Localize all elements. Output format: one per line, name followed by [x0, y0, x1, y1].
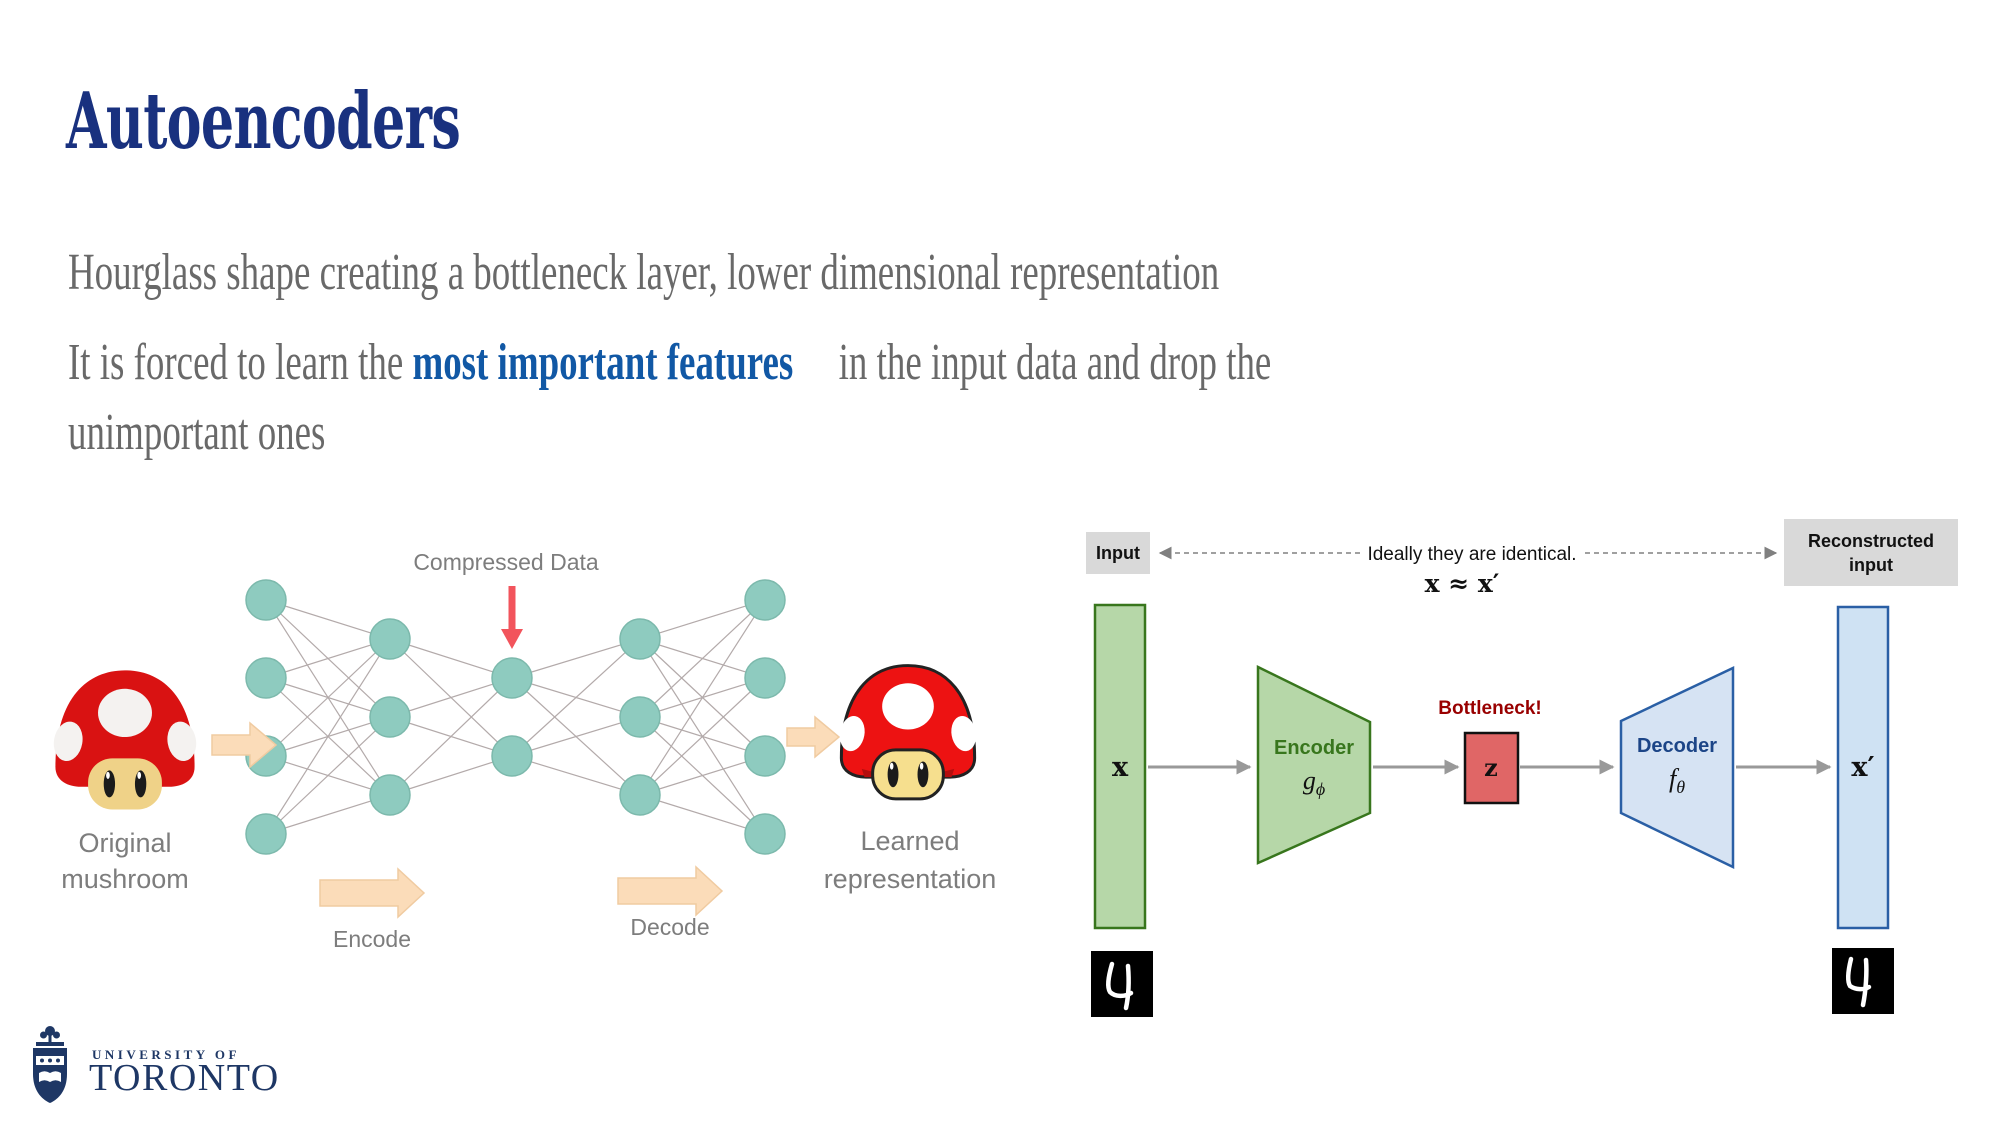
reconstructed-label-box: [1784, 519, 1958, 586]
network-node: [744, 813, 786, 855]
network-edge: [511, 638, 641, 757]
network-edge: [639, 599, 766, 640]
uoft-crest-icon: [33, 1026, 67, 1103]
bottleneck-label: Bottleneck!: [1438, 698, 1541, 719]
decode-label: Decode: [630, 914, 709, 940]
network-node: [744, 735, 786, 777]
network-edge: [265, 638, 391, 835]
decoder-trapezoid: [1619, 666, 1735, 869]
network-edge: [389, 638, 513, 679]
input-vector-label: x: [1112, 752, 1129, 783]
input-label: Input: [1096, 543, 1140, 563]
network-edge: [265, 638, 391, 757]
network-edge: [639, 677, 766, 796]
right-arrow-icon-decode: [617, 865, 724, 917]
network-node: [245, 813, 287, 855]
reconstructed-label-line2: input: [1849, 555, 1893, 575]
reconstructed-label-line1: Reconstructed: [1808, 531, 1934, 551]
compressed-data-label: Compressed Data: [413, 549, 599, 575]
body-paragraph-2: It is forced to learn the most important…: [68, 333, 1271, 392]
input-label-box: [1086, 532, 1150, 574]
encoder-trapezoid: [1256, 664, 1372, 865]
network-edge: [389, 755, 513, 796]
decoder-label: Decoder: [1637, 735, 1717, 757]
network-node: [245, 657, 287, 699]
input-vector-bar: [1093, 603, 1147, 930]
right-arrow-icon-input: [211, 721, 278, 769]
down-arrow-icon: [501, 586, 523, 649]
paragraph2-highlight: most important features: [412, 334, 794, 391]
network-edge: [639, 599, 766, 796]
network-edge: [389, 677, 513, 796]
output-vector-label: x′: [1851, 752, 1874, 783]
paragraph2-suffix: in the input data and drop the: [838, 334, 1272, 391]
page-title: Autoencoders: [66, 76, 461, 167]
network-edge: [265, 599, 391, 640]
network-node: [491, 657, 533, 699]
network-node: [744, 579, 786, 621]
learned-caption-line1: Learned: [860, 826, 959, 856]
network-edge: [265, 794, 391, 835]
network-edge: [511, 638, 641, 679]
mushroom-autoencoder-diagram: Compressed Data Encode Decode Original: [53, 549, 997, 952]
network-node: [369, 618, 411, 660]
learned-caption-line2: representation: [824, 864, 997, 894]
original-mushroom-image: [53, 670, 197, 810]
network-edges: [265, 599, 766, 835]
autoencoder-schematic-diagram: Input Reconstructed input Ideally they a…: [1086, 519, 1958, 1017]
network-edge: [639, 755, 766, 796]
network-node: [744, 657, 786, 699]
original-caption-line1: Original: [78, 828, 171, 858]
body-paragraph-1: Hourglass shape creating a bottleneck la…: [68, 244, 1220, 301]
mnist-digit-left: [1091, 951, 1153, 1017]
body-paragraph-2-line2: unimportant ones: [68, 404, 326, 461]
network-node: [491, 735, 533, 777]
decoder-symbol: fθ: [1669, 764, 1685, 797]
encoder-label: Encoder: [1274, 737, 1354, 759]
network-node: [245, 579, 287, 621]
network-edge: [265, 638, 391, 679]
bottleneck-z-box: [1463, 731, 1520, 805]
network-node: [369, 696, 411, 738]
approx-formula: x ≈ x′: [1425, 569, 1500, 598]
network-edge: [511, 716, 641, 757]
uoft-logo-line2: TORONTO: [89, 1057, 280, 1099]
network-edge: [265, 716, 391, 835]
encoder-symbol: gϕ: [1303, 766, 1325, 799]
right-arrow-icon-encode: [319, 867, 426, 919]
network-node: [619, 618, 661, 660]
uoft-logo-line1: UNIVERSITY OF: [92, 1047, 240, 1062]
learned-mushroom-image: [839, 664, 977, 801]
network-edge: [639, 794, 766, 835]
encode-label: Encode: [333, 926, 411, 952]
paragraph2-prefix: It is forced to learn the: [68, 334, 413, 391]
identical-text: Ideally they are identical.: [1367, 544, 1576, 565]
output-vector-bar: [1836, 605, 1890, 930]
network-edge: [639, 599, 766, 718]
right-arrow-icon-output: [786, 715, 841, 759]
network-node: [369, 774, 411, 816]
network-edge: [511, 755, 641, 796]
network-nodes: [245, 579, 786, 855]
network-node: [619, 696, 661, 738]
mnist-digit-right: [1832, 948, 1894, 1014]
original-caption-line2: mushroom: [61, 864, 189, 894]
network-edge: [389, 677, 513, 718]
code-label: z: [1484, 753, 1498, 782]
network-node: [619, 774, 661, 816]
